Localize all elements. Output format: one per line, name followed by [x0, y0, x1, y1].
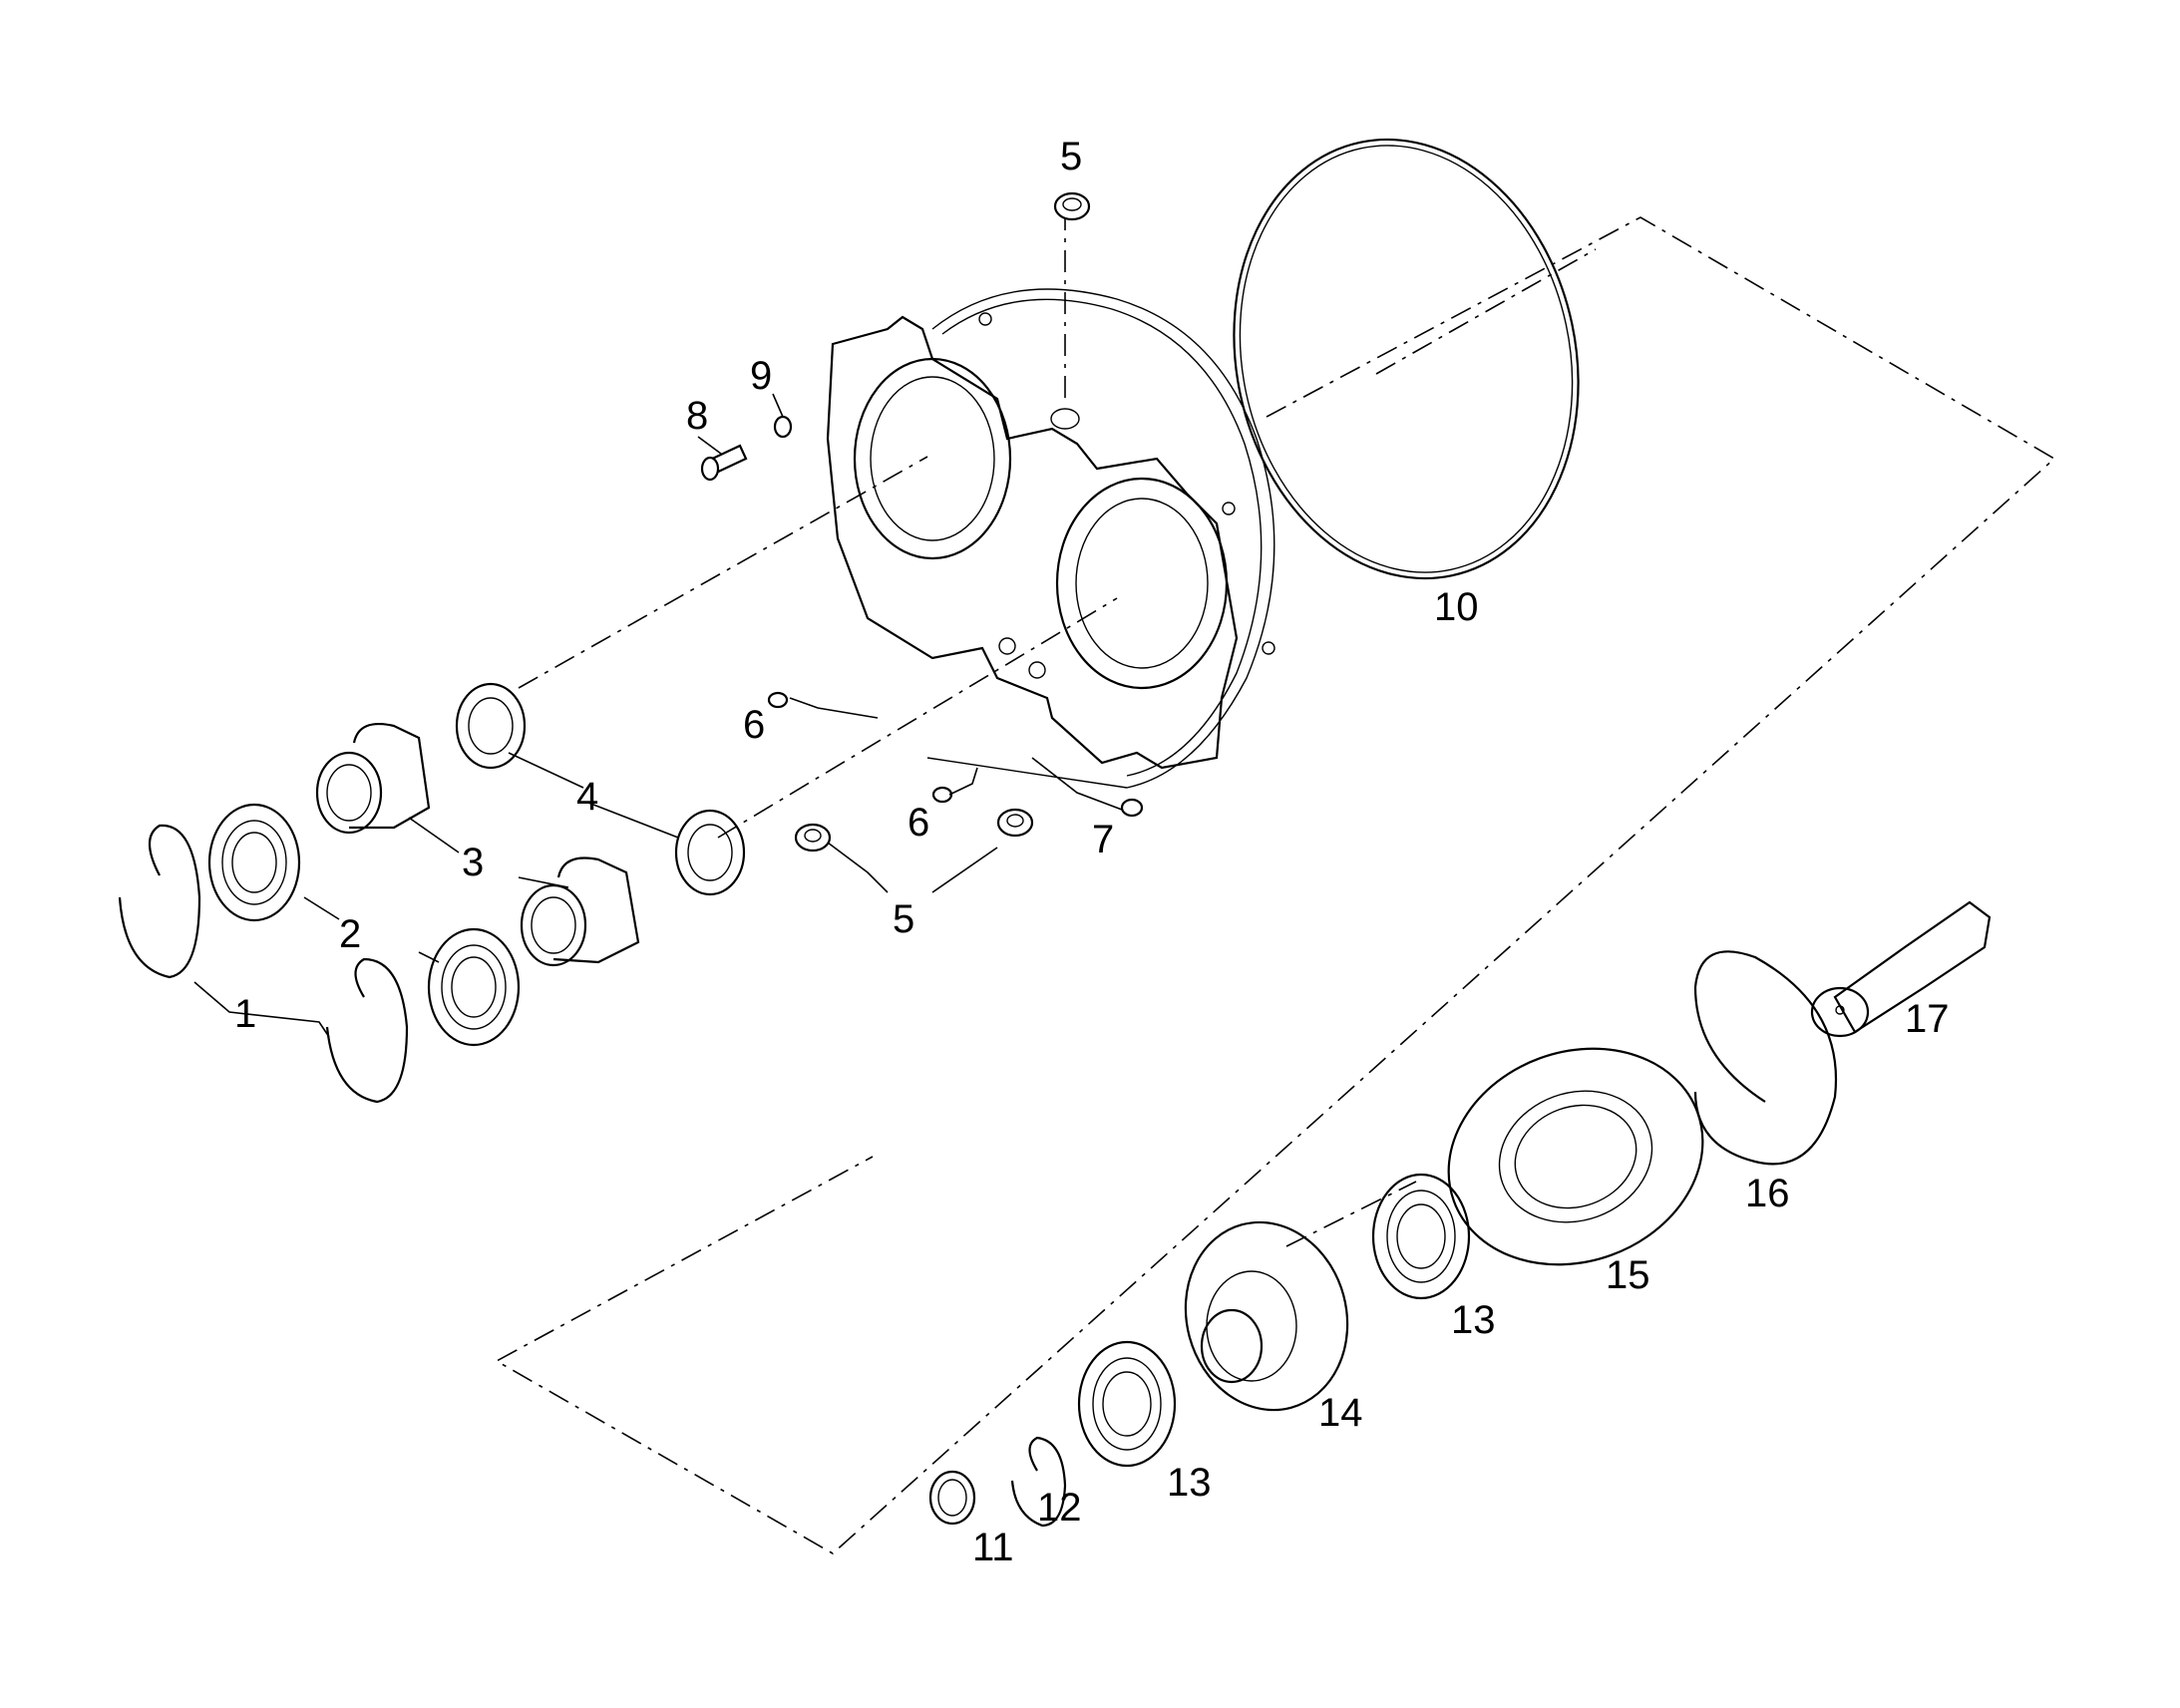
assembly-outline: [495, 208, 2056, 1554]
bolt-8: [700, 444, 748, 482]
callout-8: 8: [686, 394, 708, 438]
callout-3: 3: [462, 841, 484, 884]
gear-housing: [826, 288, 1275, 789]
leader-lines: [193, 393, 1123, 1038]
washer-9: [773, 415, 793, 439]
callout-7: 7: [1092, 818, 1114, 861]
callout-13-right: 13: [1451, 1298, 1496, 1342]
bearing-2-lower: [427, 927, 521, 1047]
callout-1: 1: [234, 992, 256, 1036]
plug-top: [1053, 191, 1091, 221]
callout-labels: 1 2 3 4 5 5 6 6 7 8 9 10 11 12 13 13 14 …: [234, 135, 1950, 1569]
snap-ring-1-upper: [118, 824, 201, 979]
callout-15: 15: [1606, 1253, 1650, 1297]
callout-6-bottom: 6: [908, 801, 929, 845]
callout-12: 12: [1037, 1486, 1082, 1530]
bearing-2-upper: [207, 803, 301, 922]
plug-left: [794, 823, 832, 853]
screw-6-bottom: [931, 786, 953, 804]
o-ring-large: [1233, 138, 1580, 580]
bearing-13-left: [1077, 1340, 1177, 1468]
snap-ring-1-lower: [325, 957, 409, 1104]
bearing-13-right: [1371, 1173, 1471, 1300]
cover-15: [1447, 1047, 1704, 1266]
callout-6-top: 6: [743, 703, 765, 747]
callout-4: 4: [576, 775, 598, 819]
callout-13-left: 13: [1167, 1461, 1212, 1505]
screw-6-top: [767, 691, 789, 709]
callout-11: 11: [972, 1526, 1014, 1569]
hub-14: [1184, 1220, 1349, 1412]
callout-5-top: 5: [1060, 135, 1082, 178]
callout-2: 2: [339, 912, 361, 956]
sleeve-3-upper: [315, 722, 431, 835]
snap-ring-12: [1010, 1436, 1067, 1528]
bearing-4-lower: [674, 809, 746, 896]
callout-10: 10: [1434, 585, 1479, 629]
snap-ring-16: [1693, 950, 1838, 1166]
shaft-17: [1810, 900, 1992, 1038]
plug-right: [996, 808, 1034, 838]
callout-5-bottom: 5: [893, 897, 914, 941]
washer-11: [928, 1470, 976, 1526]
callout-9: 9: [750, 354, 772, 398]
sleeve-3-lower: [520, 856, 640, 967]
bearing-4-upper: [455, 682, 527, 770]
callout-14: 14: [1318, 1391, 1363, 1435]
callout-16: 16: [1745, 1172, 1790, 1215]
screw-7: [1120, 798, 1144, 818]
callout-17: 17: [1905, 997, 1950, 1041]
